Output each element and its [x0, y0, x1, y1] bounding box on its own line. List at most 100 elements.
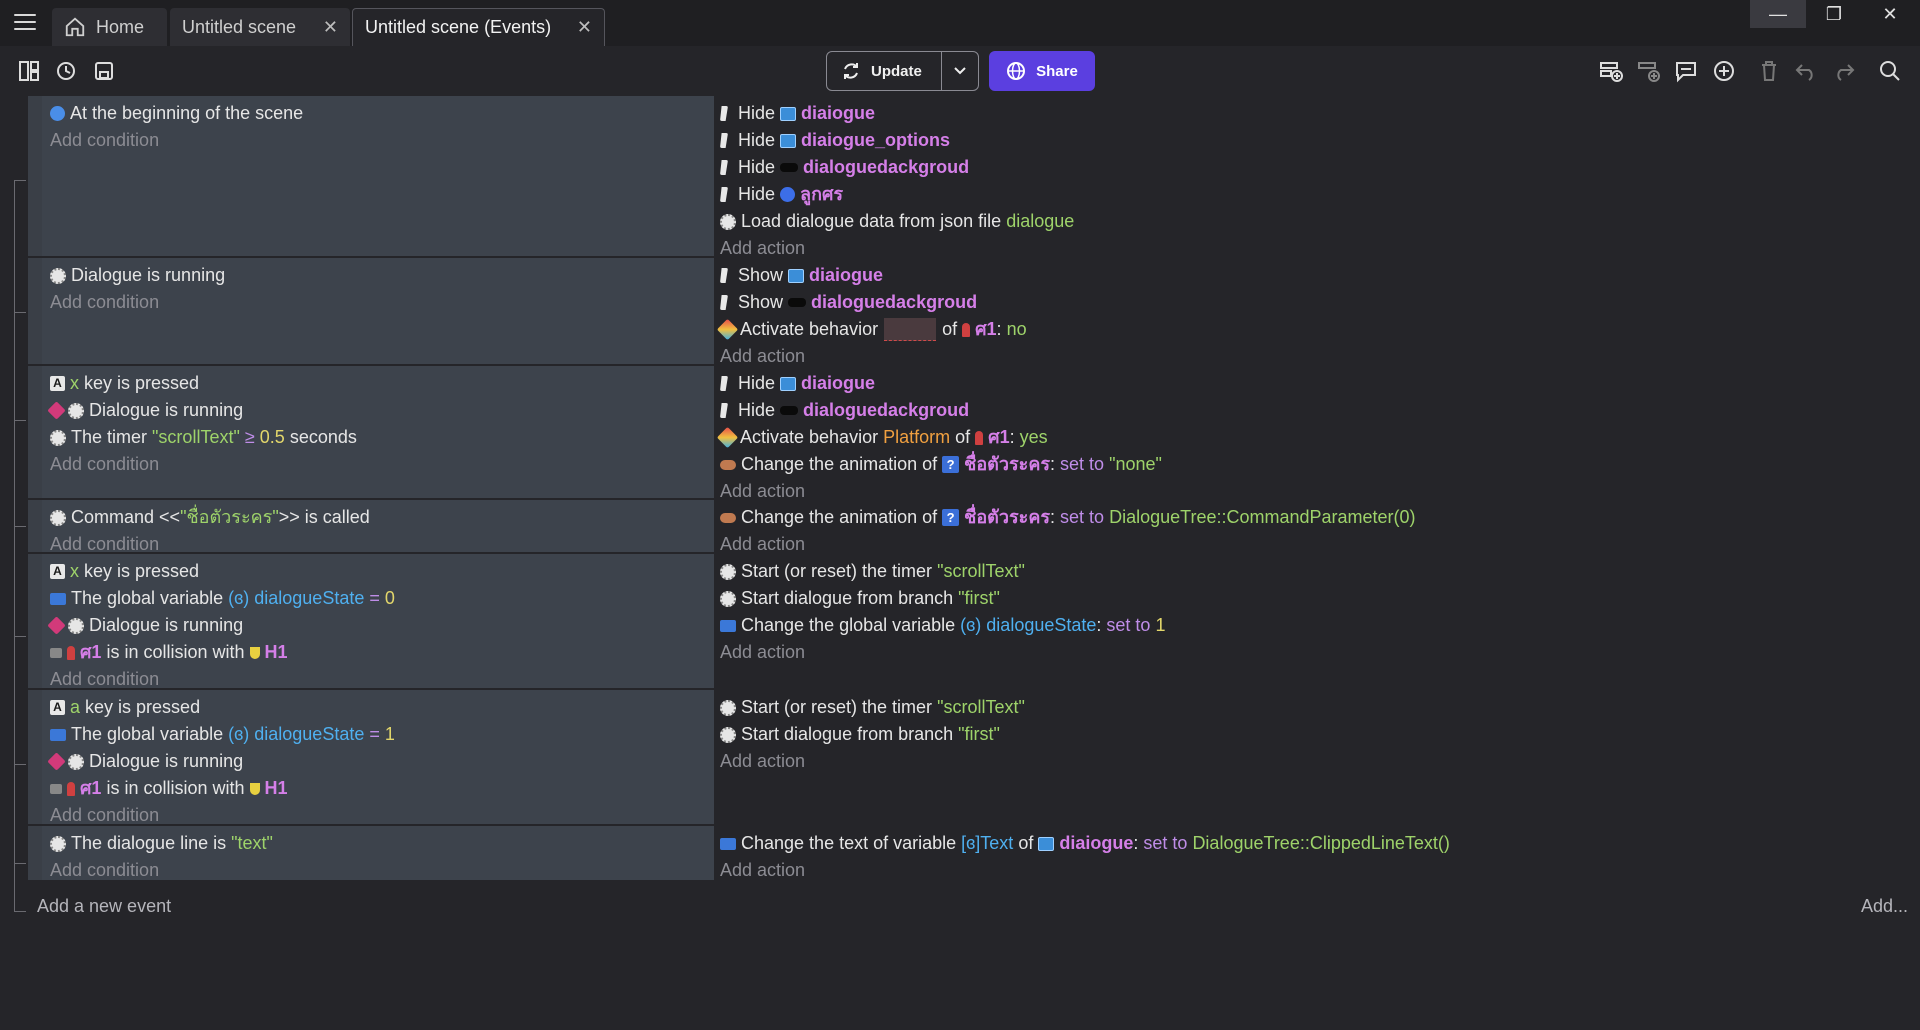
add-condition-link[interactable]: Add condition: [50, 534, 160, 554]
actions-panel[interactable]: Start (or reset) the timer "scrollText" …: [720, 554, 1920, 692]
add-action-link[interactable]: Add action: [720, 238, 806, 258]
add-action-link[interactable]: Add action: [720, 481, 806, 501]
actions-panel[interactable]: Hide diaiogue Hide diaiogue_options Hide…: [720, 96, 1920, 260]
update-button[interactable]: Update: [826, 51, 979, 91]
redo-icon[interactable]: [1831, 58, 1857, 84]
action-verb: Hide: [738, 103, 776, 123]
tab-home[interactable]: Home: [52, 8, 167, 46]
event-row[interactable]: Dialogue is running Add condition Show d…: [28, 258, 1920, 366]
action-line[interactable]: Hide dialoguedackgroud: [720, 154, 1920, 181]
add-condition-link[interactable]: Add condition: [50, 860, 160, 880]
condition-line[interactable]: Dialogue is running: [47, 612, 714, 639]
actions-panel[interactable]: Change the animation of ?ชื่อตัวระคร: se…: [720, 500, 1920, 556]
add-action-link[interactable]: Add action: [720, 642, 806, 662]
action-line[interactable]: Change the animation of ?ชื่อตัวระคร: se…: [720, 451, 1920, 478]
minimize-button[interactable]: —: [1750, 0, 1806, 28]
conditions-panel[interactable]: Dialogue is running Add condition: [28, 258, 714, 364]
add-action-link[interactable]: Add action: [720, 534, 806, 554]
condition-line[interactable]: Dialogue is running: [50, 262, 714, 289]
action-line[interactable]: Change the text of variable [ɞ]Text of d…: [720, 830, 1920, 857]
condition-line[interactable]: The timer "scrollText" ≥ 0.5 seconds: [50, 424, 714, 451]
action-line[interactable]: Start dialogue from branch "first": [720, 721, 1920, 748]
actions-panel[interactable]: Hide diaiogue Hide dialoguedackgroud Act…: [716, 366, 1920, 502]
action-line[interactable]: Change the animation of ?ชื่อตัวระคร: se…: [720, 504, 1920, 531]
condition-line[interactable]: The global variable (ɞ) dialogueState = …: [50, 721, 714, 748]
keyboard-icon: A: [50, 564, 65, 579]
condition-line[interactable]: Dialogue is running: [47, 397, 714, 424]
action-line[interactable]: Show dialoguedackgroud: [720, 289, 1920, 316]
condition-line[interactable]: At the beginning of the scene: [50, 100, 714, 127]
event-row[interactable]: The dialogue line is "text" Add conditio…: [28, 826, 1920, 880]
add-action-link[interactable]: Add action: [720, 346, 806, 366]
close-icon[interactable]: ✕: [576, 17, 592, 37]
add-action-link[interactable]: Add action: [720, 860, 806, 880]
actions-panel[interactable]: Start (or reset) the timer "scrollText" …: [720, 690, 1920, 828]
tab-events[interactable]: Untitled scene (Events) ✕: [352, 8, 605, 46]
update-dropdown[interactable]: [942, 66, 978, 76]
condition-text: Dialogue is running: [89, 400, 244, 420]
condition-line[interactable]: Dialogue is running: [47, 748, 714, 775]
action-line[interactable]: Show diaiogue: [720, 262, 1920, 289]
add-more-link[interactable]: Add...: [1860, 896, 1908, 916]
action-line[interactable]: Activate behavior Platform of ศ1: yes: [716, 424, 1920, 451]
add-condition-link[interactable]: Add condition: [50, 669, 160, 689]
conditions-panel[interactable]: At the beginning of the scene Add condit…: [28, 96, 714, 256]
add-event-icon[interactable]: [1598, 58, 1624, 84]
actions-panel[interactable]: Change the text of variable [ɞ]Text of d…: [720, 826, 1920, 884]
comment-icon[interactable]: [1673, 58, 1699, 84]
visibility-icon: [720, 133, 728, 148]
close-icon[interactable]: ✕: [322, 16, 338, 37]
conditions-panel[interactable]: Command <<"ชื่อตัวระคร">> is called Add …: [28, 500, 714, 554]
add-condition-link[interactable]: Add condition: [50, 292, 160, 312]
action-line[interactable]: Start (or reset) the timer "scrollText": [720, 694, 1920, 721]
condition-line[interactable]: The dialogue line is "text": [50, 830, 714, 857]
add-action-link[interactable]: Add action: [720, 751, 806, 771]
action-line[interactable]: Start dialogue from branch "first": [720, 585, 1920, 612]
add-icon[interactable]: [1711, 58, 1737, 84]
object-name: ชื่อตัวระคร: [964, 507, 1051, 527]
event-row[interactable]: At the beginning of the scene Add condit…: [28, 96, 1920, 258]
search-icon[interactable]: [1877, 58, 1903, 84]
save-icon[interactable]: [91, 58, 117, 84]
share-button[interactable]: Share: [989, 51, 1095, 91]
add-condition-link[interactable]: Add condition: [50, 805, 160, 825]
action-line[interactable]: Hide diaiogue_options: [720, 127, 1920, 154]
add-condition-link[interactable]: Add condition: [50, 454, 160, 474]
panels-icon[interactable]: [16, 58, 42, 84]
action-line[interactable]: Hide diaiogue: [720, 370, 1920, 397]
condition-line[interactable]: ศ1 is in collision with H1: [50, 639, 714, 666]
action-line[interactable]: Hide diaiogue: [720, 100, 1920, 127]
action-line[interactable]: Change the global variable (ɞ) dialogueS…: [720, 612, 1920, 639]
action-line[interactable]: Hide dialoguedackgroud: [720, 397, 1920, 424]
add-condition-link[interactable]: Add condition: [50, 130, 160, 150]
condition-line[interactable]: Command <<"ชื่อตัวระคร">> is called: [50, 504, 714, 531]
tab-scene[interactable]: Untitled scene ✕: [170, 8, 350, 46]
action-line[interactable]: Start (or reset) the timer "scrollText": [720, 558, 1920, 585]
event-row[interactable]: Command <<"ชื่อตัวระคร">> is called Add …: [28, 500, 1920, 554]
conditions-panel[interactable]: The dialogue line is "text" Add conditio…: [28, 826, 714, 880]
add-subevent-icon[interactable]: [1636, 58, 1662, 84]
condition-line[interactable]: ศ1 is in collision with H1: [50, 775, 714, 802]
delete-icon[interactable]: [1756, 58, 1782, 84]
actions-panel[interactable]: Show diaiogue Show dialoguedackgroud Act…: [716, 258, 1920, 368]
add-new-event-link[interactable]: Add a new event: [37, 896, 172, 916]
window-close-button[interactable]: ✕: [1882, 3, 1898, 24]
action-line[interactable]: Load dialogue data from json file dialog…: [720, 208, 1920, 235]
maximize-button[interactable]: ❐: [1825, 3, 1843, 24]
menu-icon[interactable]: [14, 14, 36, 32]
condition-line[interactable]: The global variable (ɞ) dialogueState = …: [50, 585, 714, 612]
missing-parameter-field[interactable]: [884, 318, 937, 341]
history-icon[interactable]: [53, 58, 79, 84]
undo-icon[interactable]: [1793, 58, 1819, 84]
action-line[interactable]: Hide ลูกศร: [720, 181, 1920, 208]
